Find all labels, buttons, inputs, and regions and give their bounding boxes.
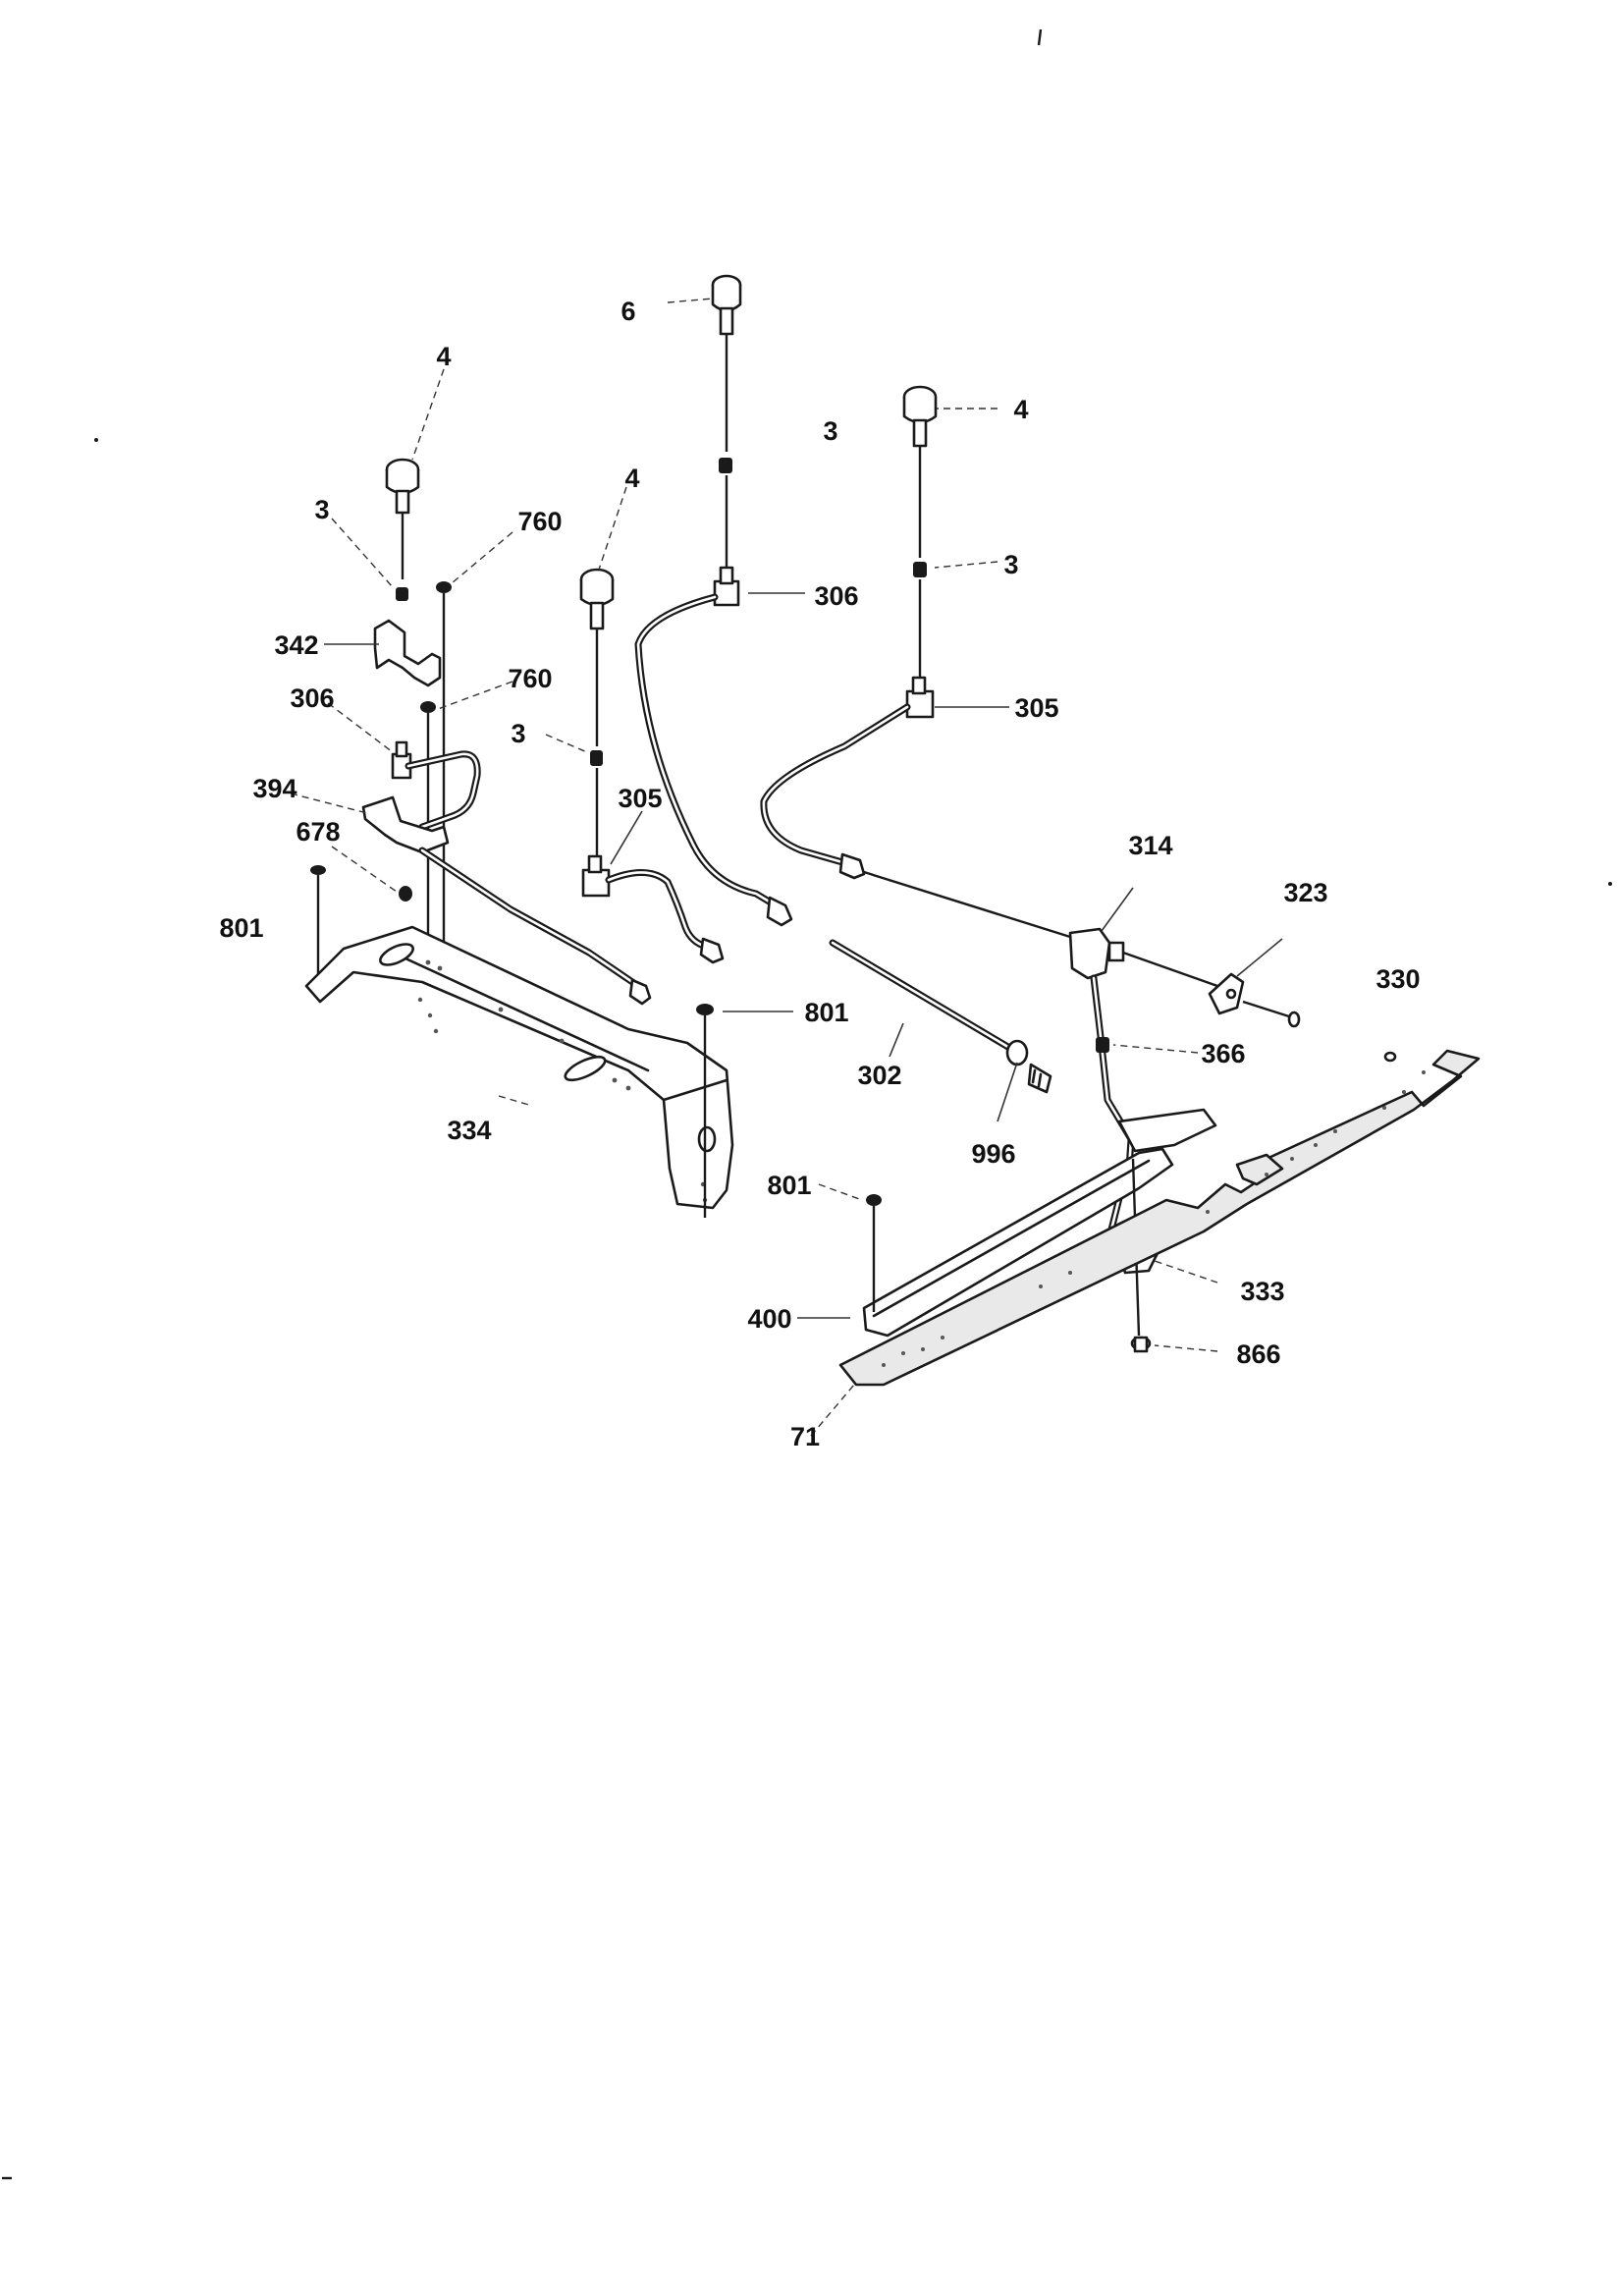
middle-short-tube: [605, 868, 711, 951]
scan-marks: [2, 28, 1612, 2180]
callout-6: 6: [620, 297, 635, 326]
middle-orifice-hood-6: [711, 274, 742, 452]
callout-302: 302: [857, 1061, 901, 1090]
left-supply-tube-fitting: [628, 978, 652, 1006]
left-screw-760-top: [436, 581, 452, 982]
callout-3-mid: 3: [511, 719, 525, 748]
middle-long-tube-fitting: [766, 896, 793, 927]
right-curved-tube: [760, 703, 911, 866]
callout-306-left: 306: [290, 683, 334, 713]
middle-screw-801: [696, 1004, 714, 1218]
callout-333: 333: [1240, 1277, 1284, 1306]
manifold-pipe-400: [862, 1108, 1217, 1338]
callout-760-mid: 760: [508, 664, 552, 693]
left-spud: [396, 587, 408, 601]
left-bracket-slot-1: [379, 943, 414, 966]
callout-314: 314: [1128, 831, 1172, 860]
callout-4-right: 4: [1013, 395, 1028, 424]
middle-orifice-hood-4: [579, 568, 615, 746]
callout-306-mid: 306: [814, 581, 858, 611]
right-spud-3: [913, 562, 927, 577]
callout-801-mid: 801: [804, 998, 848, 1027]
left-bracket-342: [373, 619, 442, 687]
spring-366: [1096, 1037, 1109, 1053]
left-bracket-394: [361, 795, 450, 854]
left-bracket-hole: [697, 1125, 717, 1153]
orifice-996: [1027, 1063, 1052, 1094]
middle-spud-3: [590, 750, 603, 766]
callout-801-left: 801: [219, 913, 263, 943]
callout-4-left: 4: [436, 342, 451, 371]
lower-screw-801: [866, 1194, 882, 1312]
left-main-bracket-334: [304, 925, 734, 1210]
middle-fitting-306: [713, 566, 740, 607]
middle-fitting-305: [581, 854, 611, 898]
callout-labels: 4 3 760 342 760 306 394 678 801 334 6 3 …: [219, 297, 1420, 1451]
bracket-323: [1208, 972, 1301, 1028]
callout-3-right: 3: [1003, 550, 1018, 579]
middle-valve-assembly: [579, 274, 1052, 1218]
callout-394: 394: [252, 774, 297, 803]
callout-71: 71: [790, 1422, 820, 1451]
callout-366: 366: [1201, 1039, 1245, 1068]
valve-314: [1068, 927, 1218, 988]
callout-801-low: 801: [767, 1171, 811, 1200]
callout-400: 400: [747, 1304, 791, 1334]
callout-342: 342: [274, 630, 318, 660]
middle-spud-top: [719, 458, 732, 473]
right-orifice-hood-4: [902, 385, 938, 558]
support-bar-71: [838, 1049, 1481, 1387]
rod-302: [829, 939, 1029, 1066]
callout-678: 678: [296, 817, 340, 847]
left-bracket-slot-2: [564, 1055, 607, 1082]
right-fitting-305: [905, 676, 935, 719]
left-fitting-306: [391, 740, 412, 780]
callout-996: 996: [971, 1139, 1015, 1169]
left-valve-assembly: [304, 458, 734, 1210]
left-grommet-678: [399, 886, 412, 902]
left-orifice-hood: [385, 458, 420, 579]
callout-334: 334: [447, 1116, 491, 1145]
callout-305-right: 305: [1014, 693, 1058, 723]
leader-lines: [290, 298, 1283, 1437]
callout-3-mid-top: 3: [823, 416, 837, 446]
callout-760-top: 760: [517, 507, 562, 536]
callout-330: 330: [1375, 964, 1420, 994]
callout-4-mid: 4: [624, 464, 639, 493]
middle-short-tube-fitting: [699, 937, 725, 964]
callout-323: 323: [1283, 878, 1327, 907]
right-valve-assembly: [760, 385, 1481, 1387]
right-curved-tube-fitting: [838, 852, 866, 880]
callout-3-left: 3: [314, 495, 329, 524]
callout-866: 866: [1236, 1339, 1280, 1369]
callout-305-mid: 305: [618, 784, 662, 813]
middle-long-tube: [634, 593, 780, 909]
